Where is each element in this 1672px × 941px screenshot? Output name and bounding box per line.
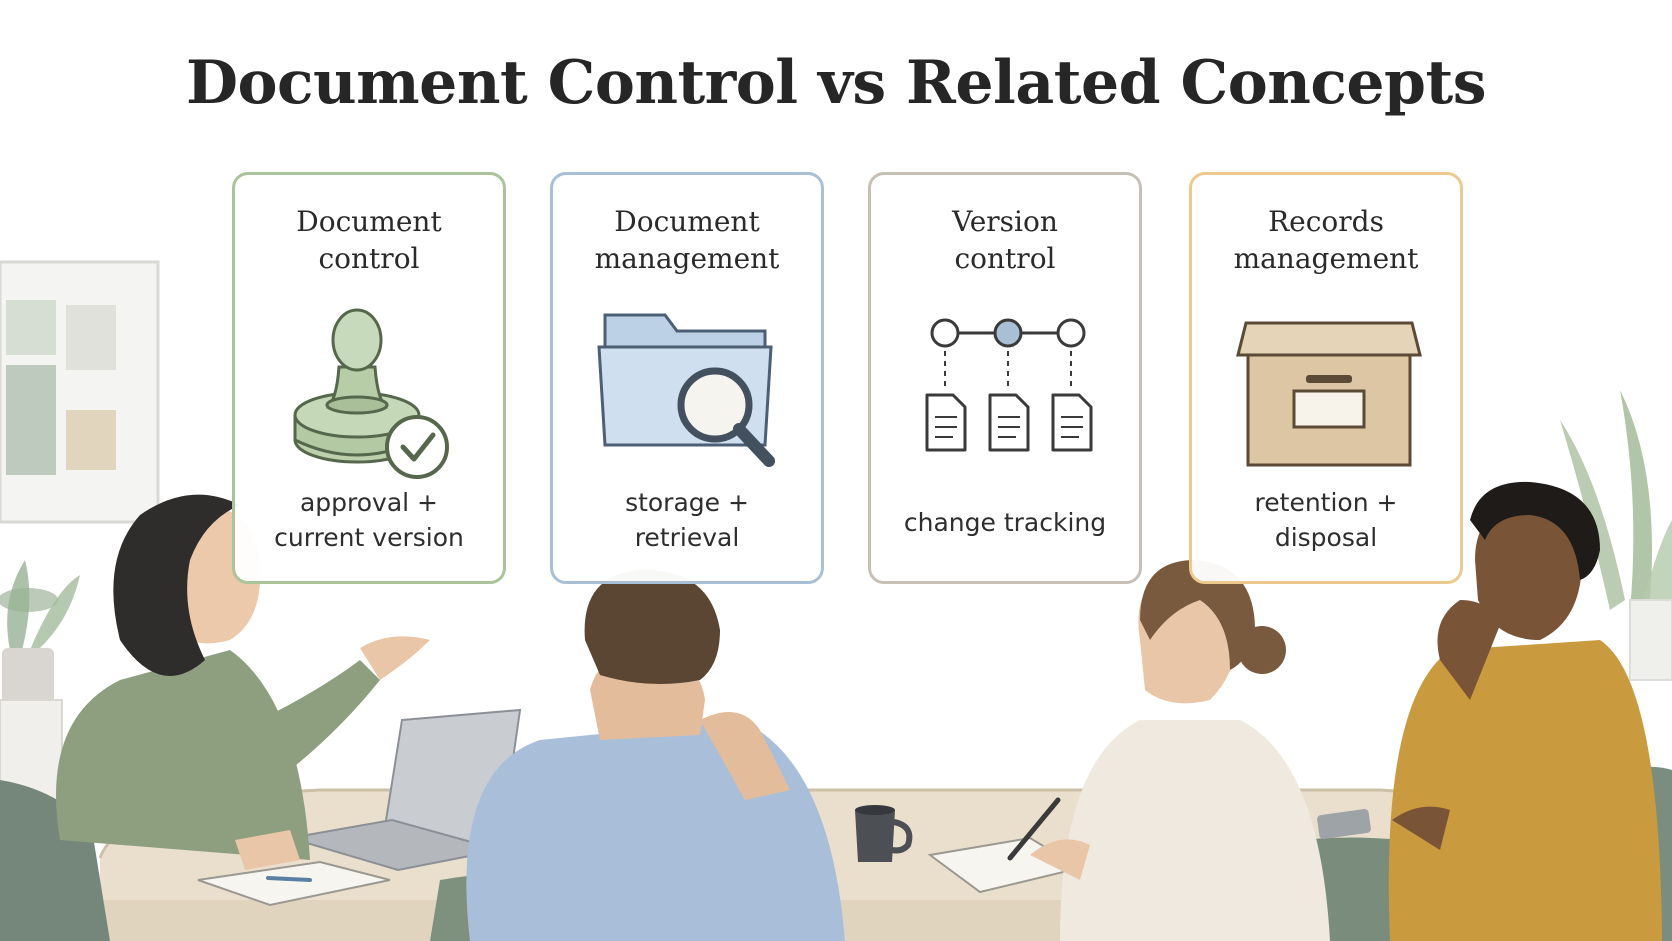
- card-heading: Version control: [952, 205, 1058, 275]
- card-version-control: Version control change tracking: [868, 172, 1142, 584]
- wall-art: [0, 260, 160, 524]
- person-white-blouse: [1030, 560, 1330, 941]
- version-timeline-icon: [925, 318, 1093, 452]
- card-note: retention + disposal: [1254, 488, 1398, 552]
- notebook-left: [197, 860, 391, 907]
- folder-search-icon: [597, 313, 775, 467]
- card-document-management: Document management storage + retrieval: [550, 172, 824, 584]
- archive-box-icon: [1236, 321, 1422, 467]
- card-document-control: Document control approval + current vers…: [232, 172, 506, 584]
- card-heading: Document management: [594, 205, 780, 275]
- person-mustard-sweater: [1388, 481, 1662, 941]
- coffee-mug: [855, 805, 913, 862]
- card-note: storage + retrieval: [625, 488, 749, 552]
- card-note: approval + current version: [274, 488, 464, 552]
- page-title: Document Control vs Related Concepts: [185, 48, 1487, 118]
- person-green-sweater: [56, 494, 430, 870]
- phone: [1317, 809, 1371, 839]
- card-records-management: Records management retention + disposal: [1189, 172, 1463, 584]
- person-blue-shirt: [466, 569, 845, 941]
- card-heading: Records management: [1233, 205, 1419, 275]
- card-heading: Document control: [296, 205, 442, 275]
- stamp-approval-icon: [293, 308, 449, 479]
- card-note: change tracking: [903, 508, 1107, 537]
- right-plant: [1560, 390, 1672, 681]
- left-plant: [0, 560, 80, 706]
